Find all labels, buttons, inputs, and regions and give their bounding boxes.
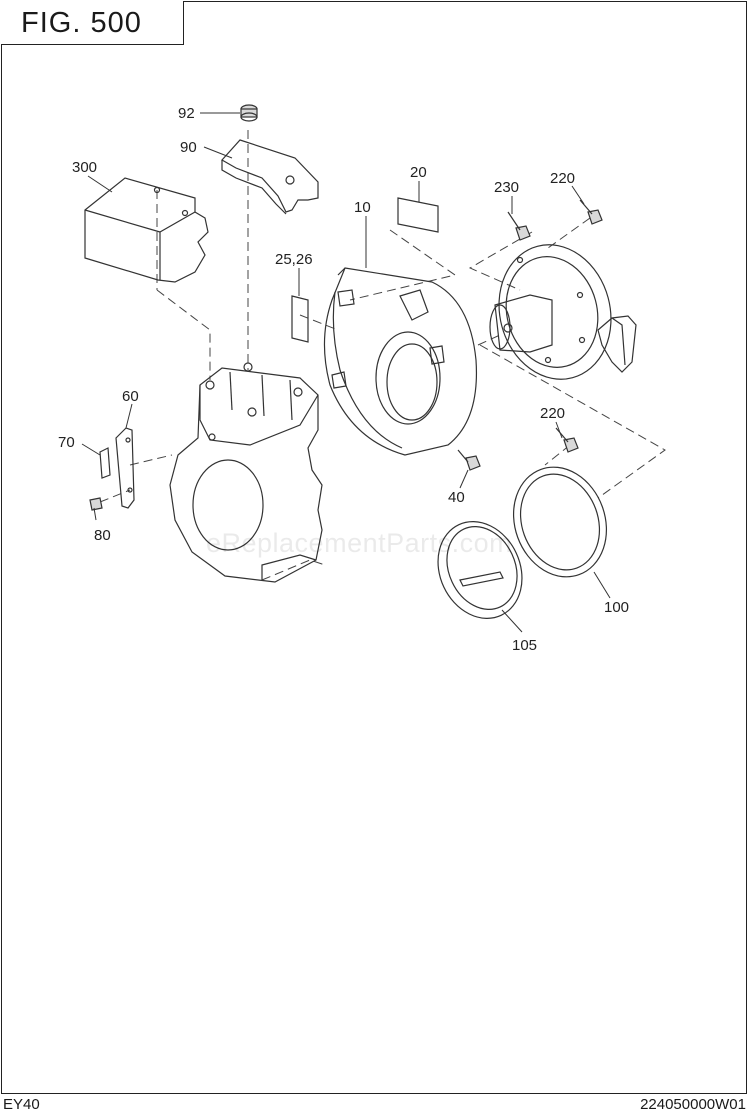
part-90-cover	[221, 139, 319, 215]
drawing-frame	[1, 1, 747, 1094]
part-230-screw	[507, 211, 531, 241]
callout-300: 300	[72, 159, 97, 176]
leader-lines	[81, 112, 611, 633]
callout-230: 230	[494, 179, 519, 196]
part-25-26-label	[291, 295, 309, 343]
callout-220-lower: 220	[540, 405, 565, 422]
part-70-plate	[99, 447, 111, 479]
drawing-number: 224050000W01	[640, 1096, 746, 1113]
figure-title: FIG. 500	[1, 1, 184, 45]
assembly-lines	[99, 130, 666, 581]
model-code: EY40	[3, 1096, 40, 1113]
part-92-cap-nut	[240, 104, 258, 122]
watermark: eReplacementParts.com	[206, 528, 513, 558]
callout-60: 60	[122, 388, 139, 405]
callout-92: 92	[178, 105, 195, 122]
callout-105: 105	[512, 637, 537, 654]
engine-block	[169, 362, 323, 583]
callout-70: 70	[58, 434, 75, 451]
part-220-screw-upper	[579, 199, 603, 225]
part-220-screw-lower	[555, 427, 579, 453]
part-40-bolt	[457, 449, 481, 471]
part-60-plate	[115, 427, 135, 509]
part-callouts: 92 90 300 20 10 230 220 25,26 60 70 80 2…	[58, 105, 629, 654]
callout-220-upper: 220	[550, 170, 575, 187]
part-10-fan-housing	[323, 267, 478, 456]
part-20-label	[397, 197, 439, 233]
part-105-screen	[437, 521, 523, 619]
callout-20: 20	[410, 164, 427, 181]
callout-80: 80	[94, 527, 111, 544]
callout-100: 100	[604, 599, 629, 616]
part-80-bolt	[89, 497, 103, 511]
callout-40: 40	[448, 489, 465, 506]
callout-25-26: 25,26	[275, 251, 313, 268]
recoil-starter	[489, 244, 637, 380]
callout-10: 10	[354, 199, 371, 216]
part-100-ring	[512, 466, 608, 578]
callout-90: 90	[180, 139, 197, 156]
part-300-shroud	[84, 177, 209, 283]
